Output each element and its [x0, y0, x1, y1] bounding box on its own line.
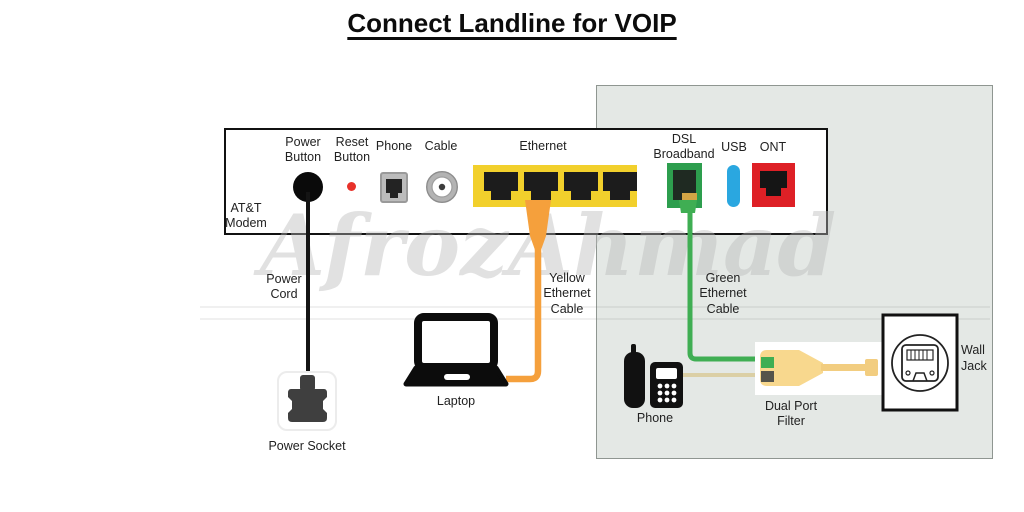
power-button-label: Power Button [284, 135, 322, 165]
cable-port-label: Cable [424, 139, 458, 153]
dsl-broadband-label: DSL Broadband [653, 132, 715, 162]
filter-green-port [761, 357, 774, 368]
modem-name-label: AT&T Modem [225, 201, 267, 231]
dsl-port-icon [667, 163, 702, 208]
coax-port-icon [425, 170, 459, 204]
desk-line [200, 306, 990, 308]
dual-port-filter-icon [755, 342, 885, 395]
usb-port-icon [727, 165, 740, 207]
ethernet-label: Ethernet [519, 139, 567, 153]
dual-port-filter-label: Dual Port Filter [764, 399, 818, 429]
yellow-cable-label: Yellow Ethernet Cable [543, 271, 591, 316]
phone-port-icon [380, 172, 408, 203]
laptop-icon [403, 313, 509, 387]
phone-icon [624, 344, 683, 408]
power-cord-label: Power Cord [266, 272, 302, 302]
ont-label: ONT [759, 140, 787, 154]
wall-jack-icon [881, 313, 959, 412]
power-button [293, 172, 323, 202]
ont-port-icon [752, 163, 795, 207]
desk-line [200, 318, 990, 320]
page-title: Connect Landline for VOIP [347, 8, 677, 38]
reset-button-dot [347, 182, 356, 191]
wall-jack-label: Wall Jack [961, 343, 987, 373]
laptop-label: Laptop [436, 394, 476, 408]
ethernet-ports-icon [473, 165, 637, 207]
power-socket-label: Power Socket [268, 439, 346, 453]
phone-label: Phone [636, 411, 674, 425]
phone-port-label: Phone [375, 139, 413, 153]
power-socket-icon [288, 375, 327, 422]
reset-button-label: Reset Button [333, 135, 371, 165]
filter-phone-port [761, 371, 774, 382]
usb-label: USB [721, 140, 747, 154]
green-cable-label: Green Ethernet Cable [699, 271, 747, 316]
